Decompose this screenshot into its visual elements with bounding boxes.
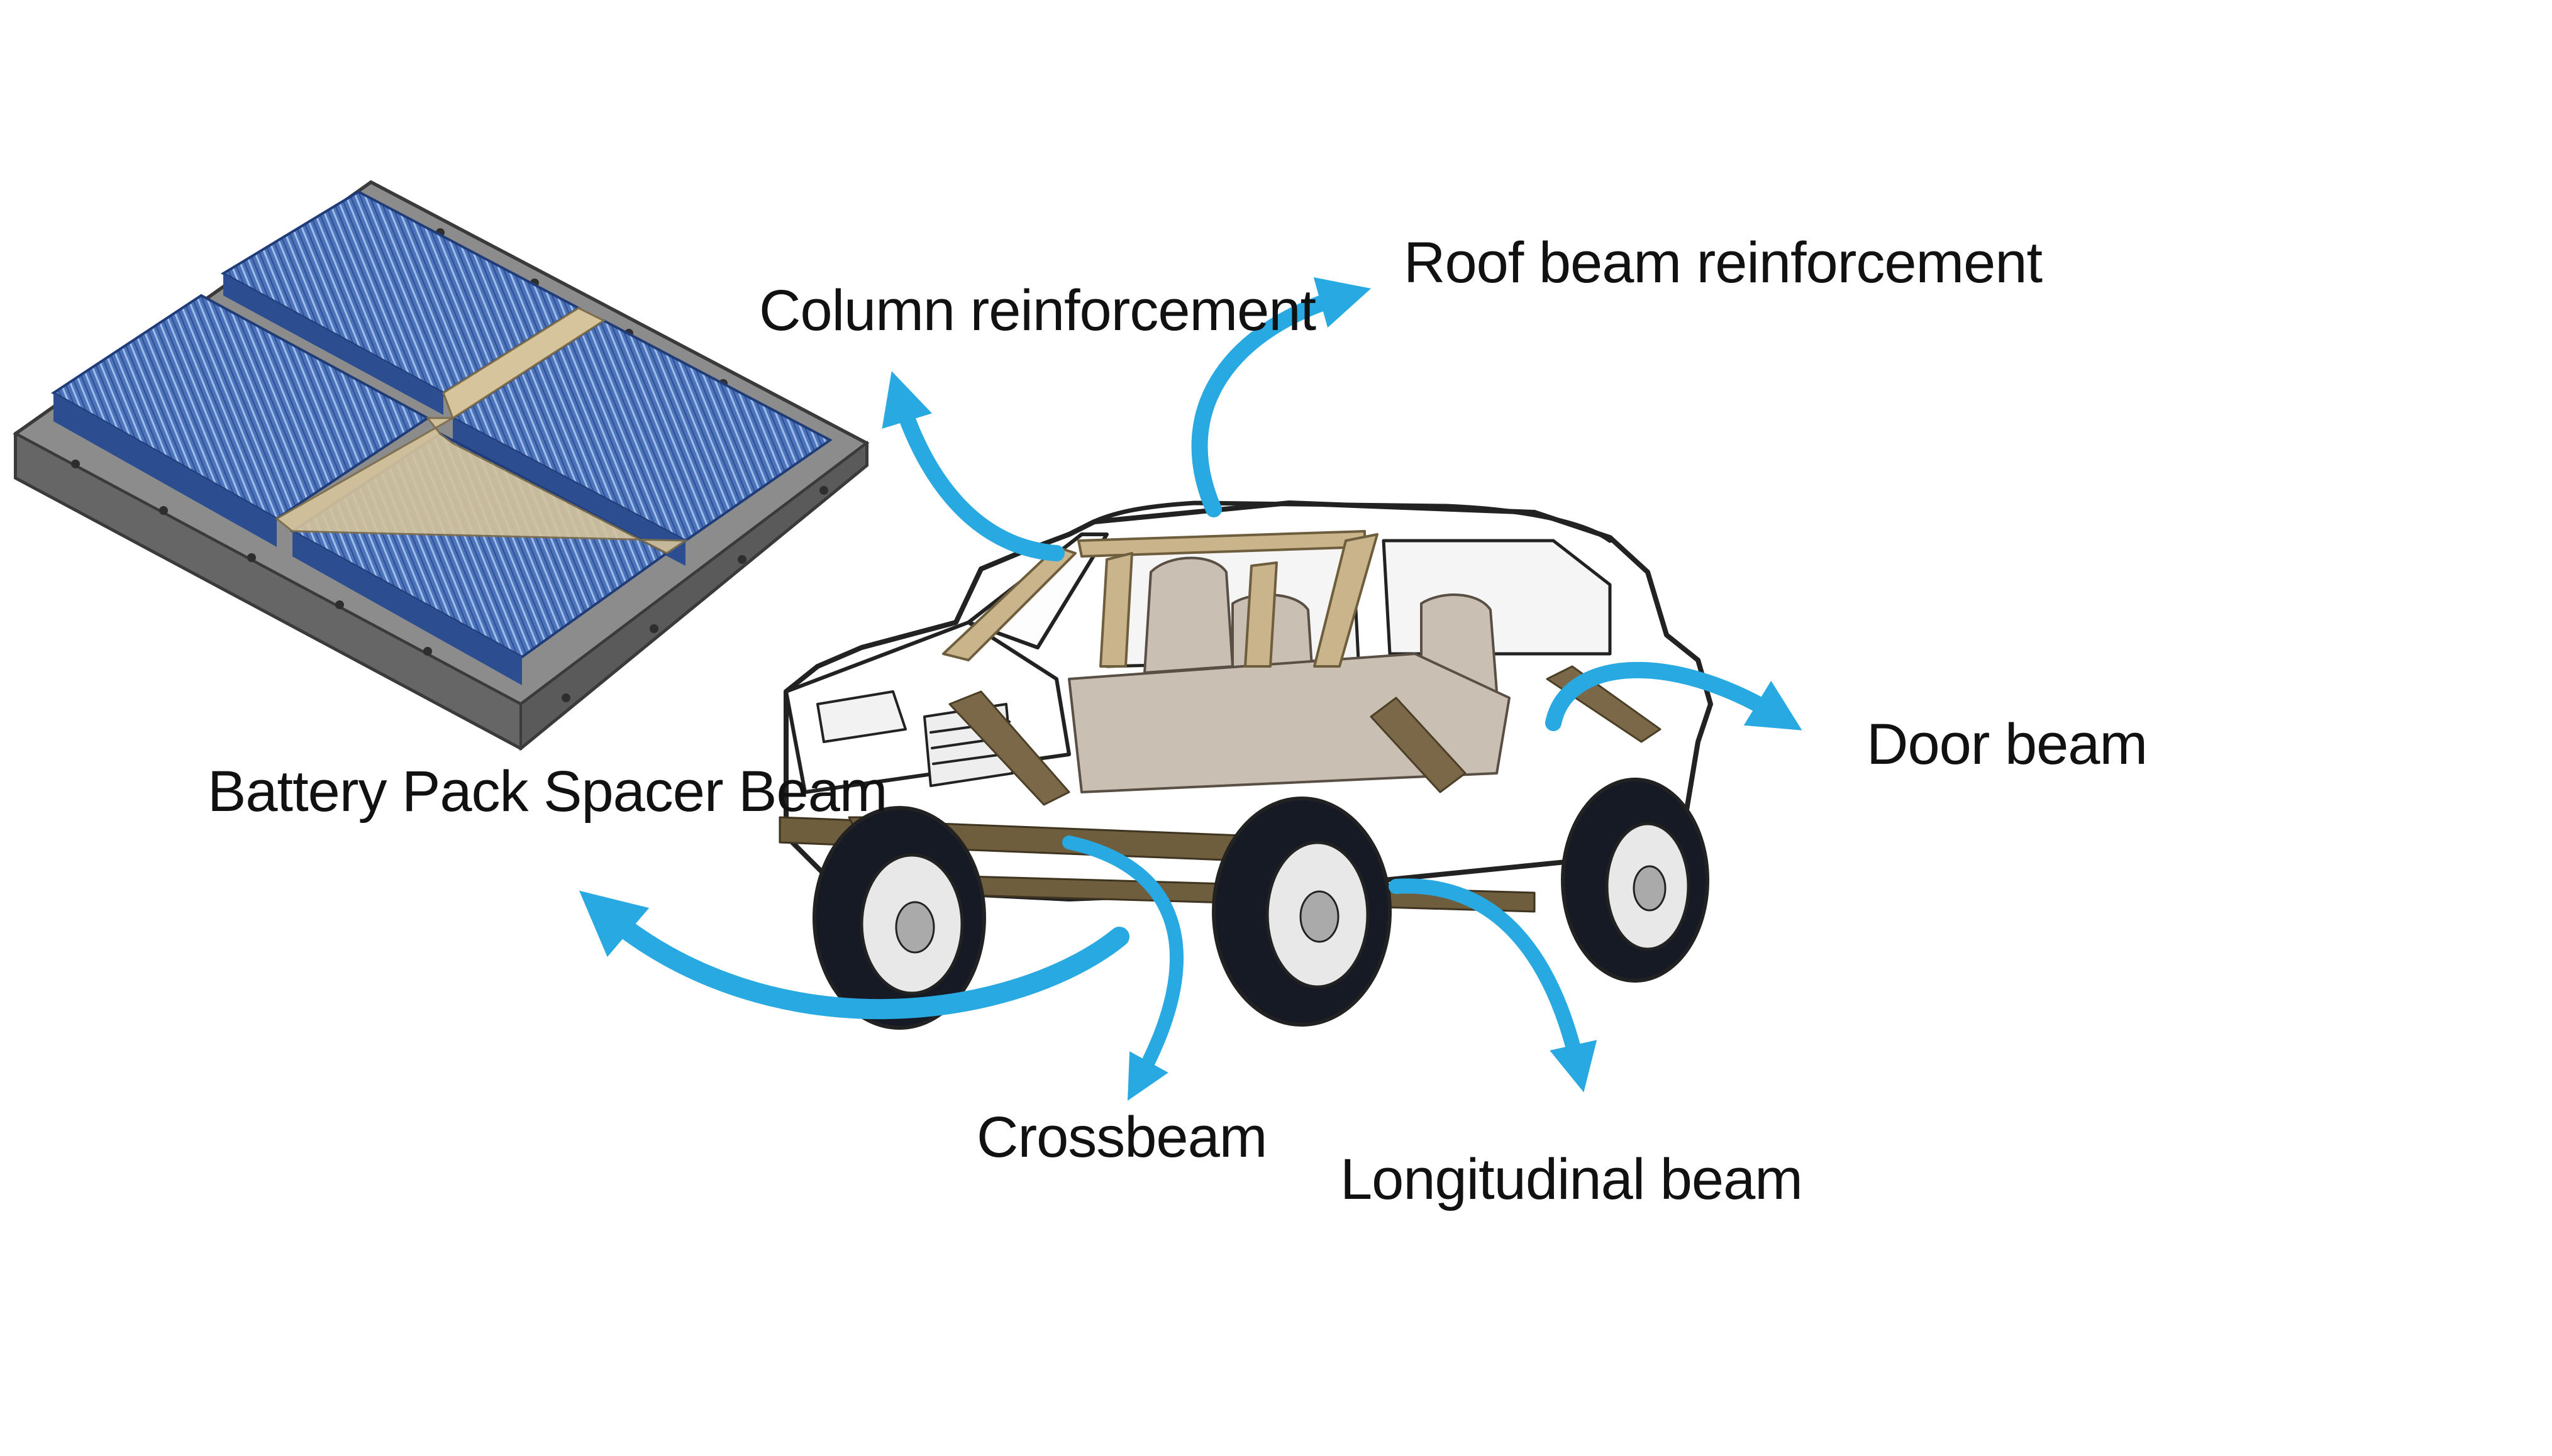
spacer-beam-long (275, 417, 689, 554)
label-door-beam: Door beam (1867, 712, 2148, 776)
arrow-door (1545, 661, 1802, 731)
label-longitudinal-beam: Longitudinal beam (1340, 1147, 1803, 1211)
side-window-rear (1382, 539, 1612, 656)
headlight (816, 690, 907, 743)
label-crossbeam: Crossbeam (977, 1105, 1267, 1169)
label-battery-pack-spacer-beam: Battery Pack Spacer Beam (208, 759, 887, 824)
wheel-front (813, 806, 986, 1030)
spacer-beam-cross (442, 307, 606, 420)
car-illustration (779, 500, 1713, 1030)
arrow-column (882, 371, 1065, 561)
label-column-reinforcement: Column reinforcement (759, 279, 1316, 343)
arrow-roof (1191, 277, 1372, 517)
label-roof-beam-reinforcement: Roof beam reinforcement (1404, 231, 2043, 295)
battery-pack-illustration (13, 180, 870, 751)
callout-arrows (579, 277, 1802, 1101)
arrow-crossbeam (1062, 836, 1184, 1101)
arrow-longitudinal (1389, 878, 1597, 1093)
pillar-reinforcements (942, 530, 1379, 668)
wheel-middle (1212, 797, 1392, 1027)
wheel-rear (1561, 778, 1709, 983)
arrow-battery (579, 890, 1129, 1020)
